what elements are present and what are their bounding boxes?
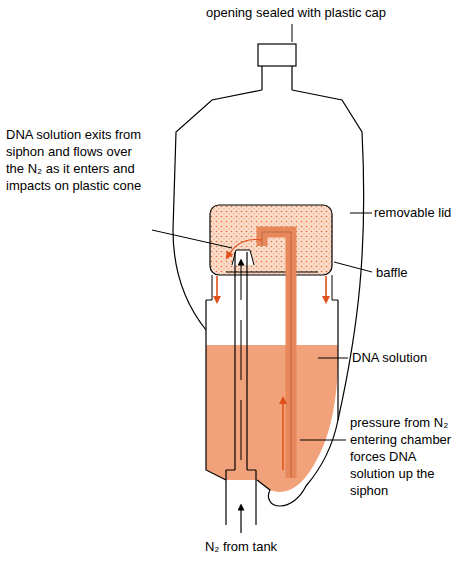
lid-label: removable lid: [374, 204, 458, 221]
solution-label: DNA solution: [352, 349, 457, 366]
inlet-label: N₂ from tank: [181, 538, 301, 555]
baffle-label: baffle: [376, 264, 456, 281]
pressure-note: pressure from N₂ entering chamber forces…: [350, 414, 458, 499]
siphon-exit-note: DNA solution exits from siphon and flows…: [6, 126, 152, 194]
cap-label: opening sealed with plastic cap: [181, 4, 411, 21]
